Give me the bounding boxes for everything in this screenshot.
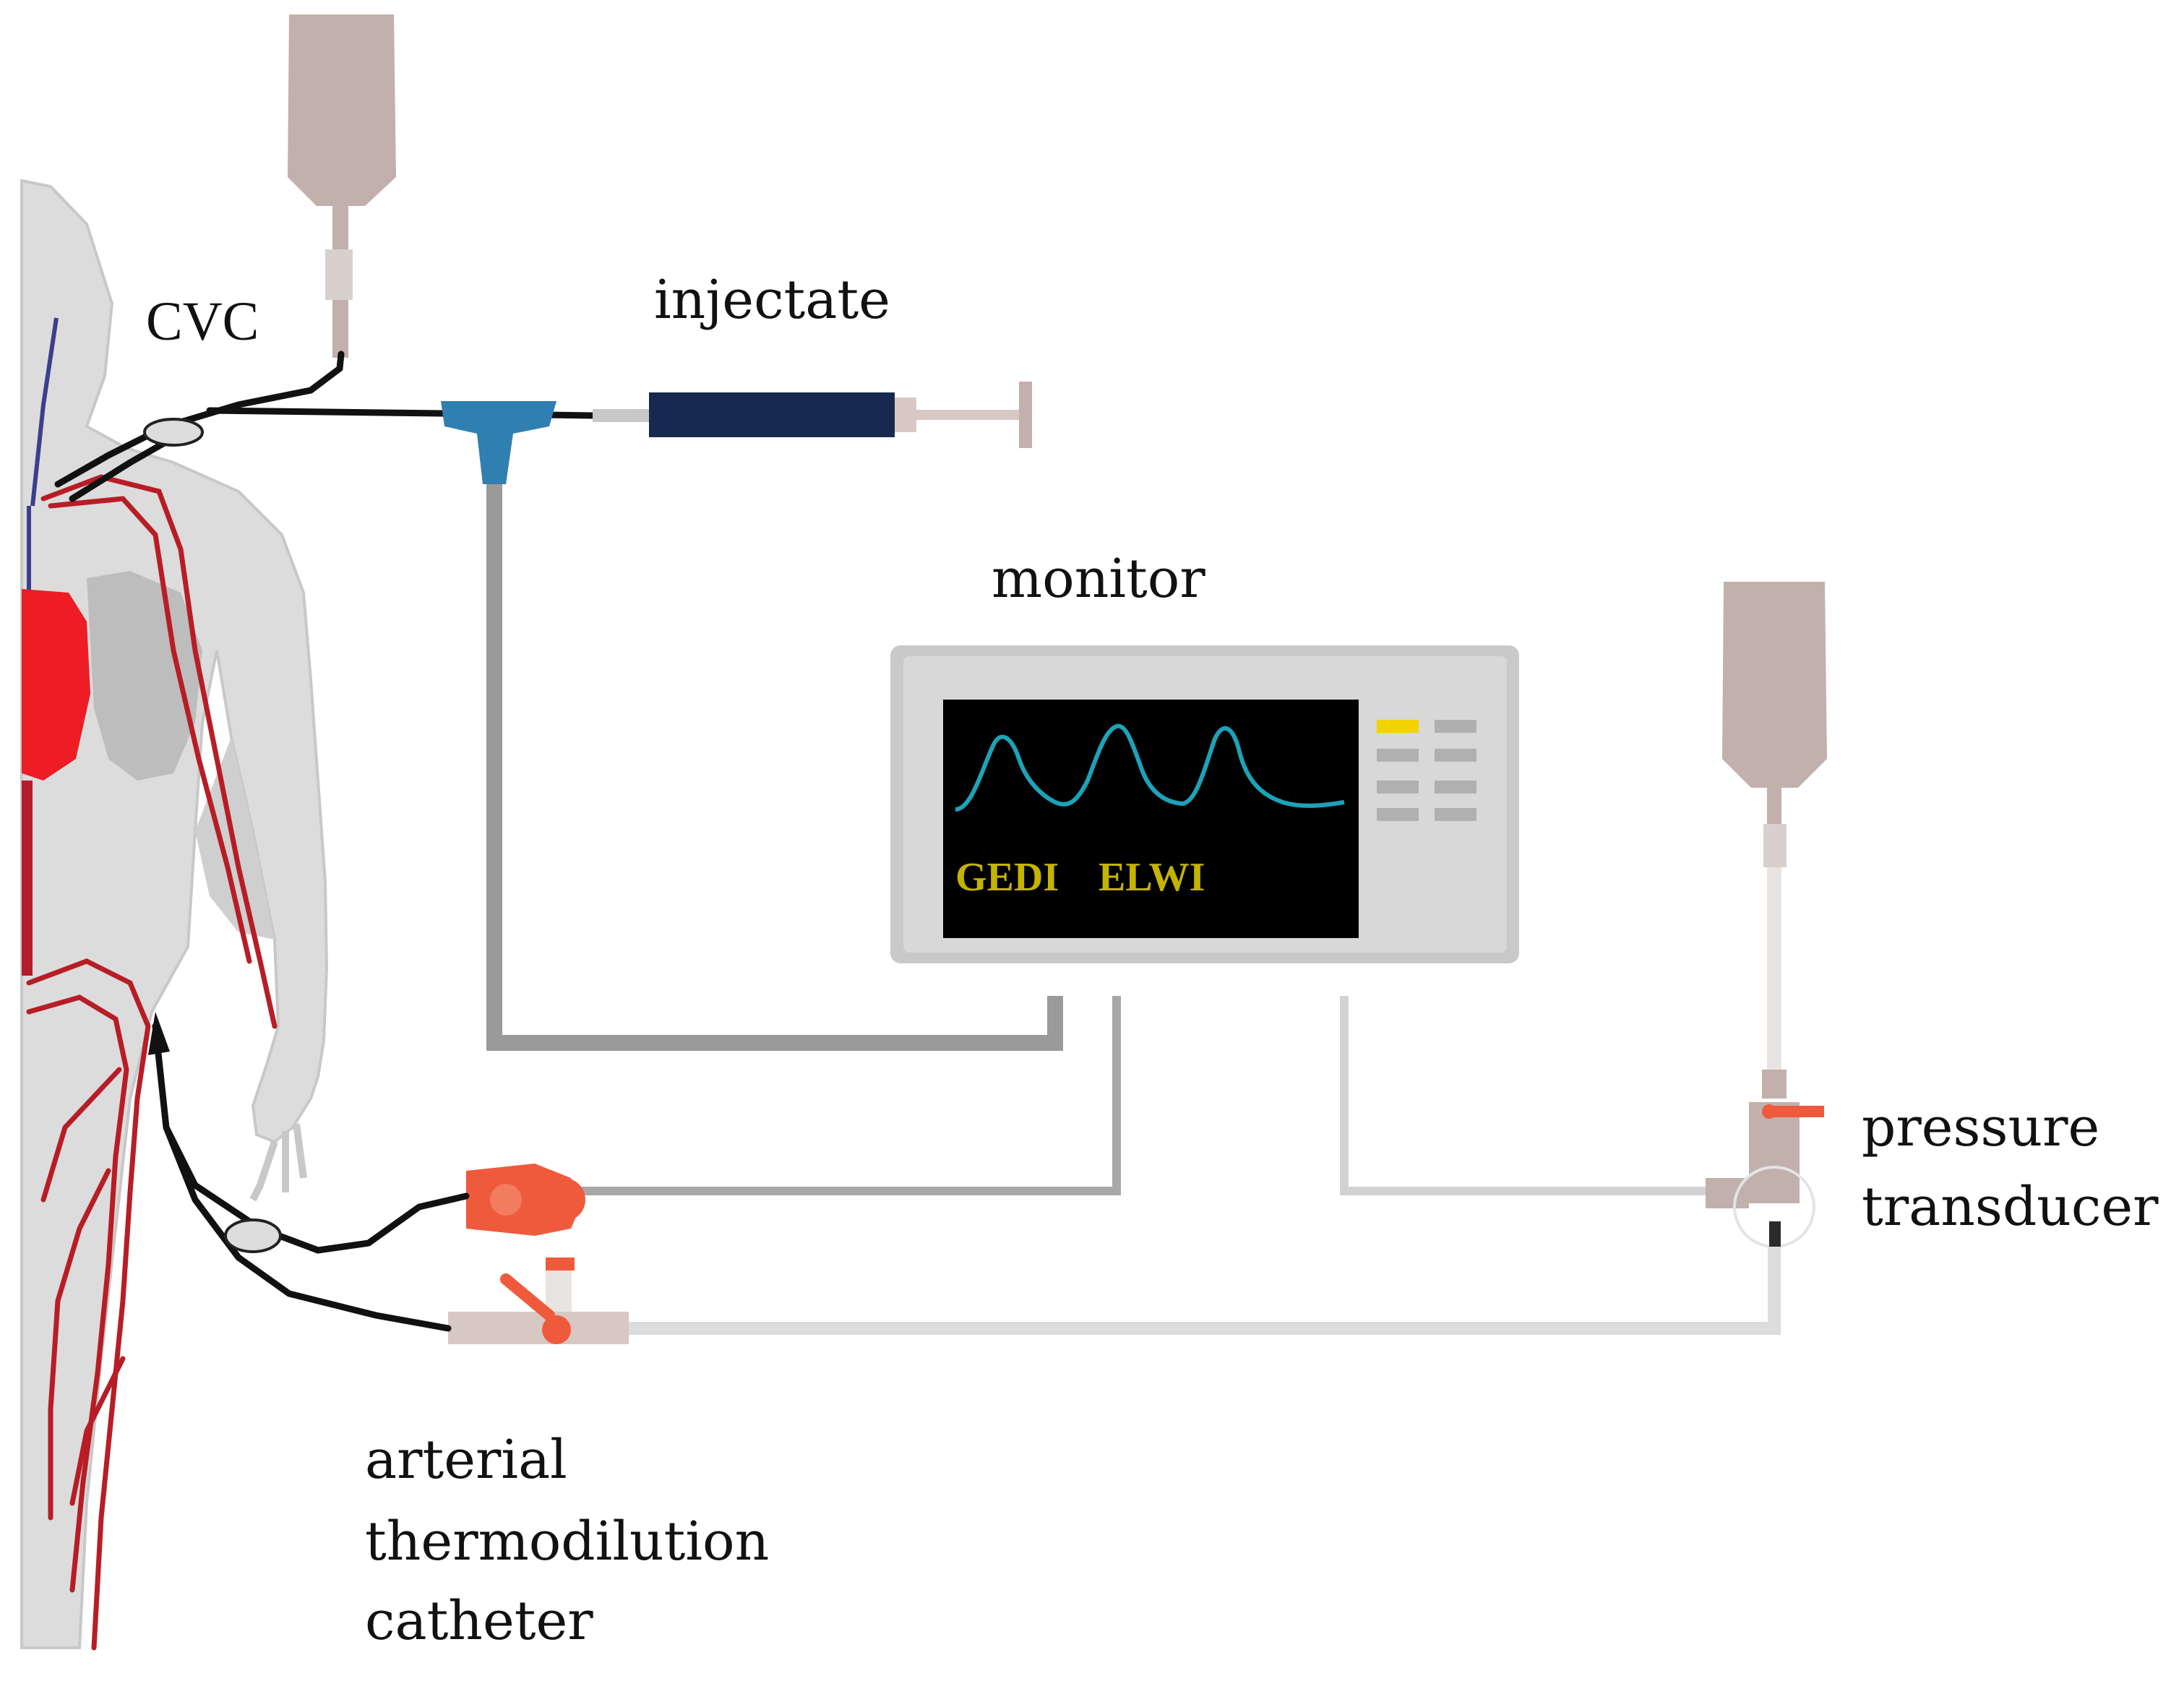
monitor-device: GEDI ELWI: [890, 645, 1519, 963]
label-cvc: CVC: [146, 291, 259, 352]
injectate-cable: [486, 484, 1063, 1051]
label-injectate: injectate: [654, 269, 890, 331]
monitor-param-gedi: GEDI: [955, 855, 1059, 900]
label-catheter: catheter: [365, 1590, 593, 1652]
pressure-waveform: [955, 723, 1345, 812]
pressure-cable: [1340, 996, 1719, 1195]
monitor-buttons: [1377, 720, 1476, 821]
injectate-syringe: [593, 382, 1032, 448]
t-connector: [441, 401, 556, 484]
iv-bag-top: [288, 14, 396, 358]
arteries: [26, 474, 278, 1651]
monitor-screen: [943, 700, 1359, 938]
label-pressure: pressure: [1862, 1096, 2099, 1158]
temperature-cable: [571, 996, 1121, 1195]
thermistor-connector: [466, 1164, 585, 1236]
aorta: [22, 781, 33, 976]
monitor-param-elwi: ELWI: [1099, 855, 1205, 900]
iv-bag-right: [1722, 582, 1827, 1099]
lung-shadow: [87, 571, 202, 781]
label-thermodilution: thermodilution: [365, 1510, 769, 1573]
label-arterial: arterial: [365, 1429, 567, 1491]
arterial-pressure-line: [629, 1247, 1781, 1335]
monitor-parameters: GEDI ELWI: [955, 855, 1205, 900]
label-monitor: monitor: [992, 548, 1205, 610]
femoral-catheter: [152, 1023, 470, 1332]
label-transducer: transducer: [1862, 1176, 2159, 1238]
arterial-stopcock: [448, 1257, 629, 1344]
patient-body: [20, 179, 329, 1649]
heart: [22, 589, 90, 781]
pressure-transducer: [1706, 1102, 1824, 1248]
